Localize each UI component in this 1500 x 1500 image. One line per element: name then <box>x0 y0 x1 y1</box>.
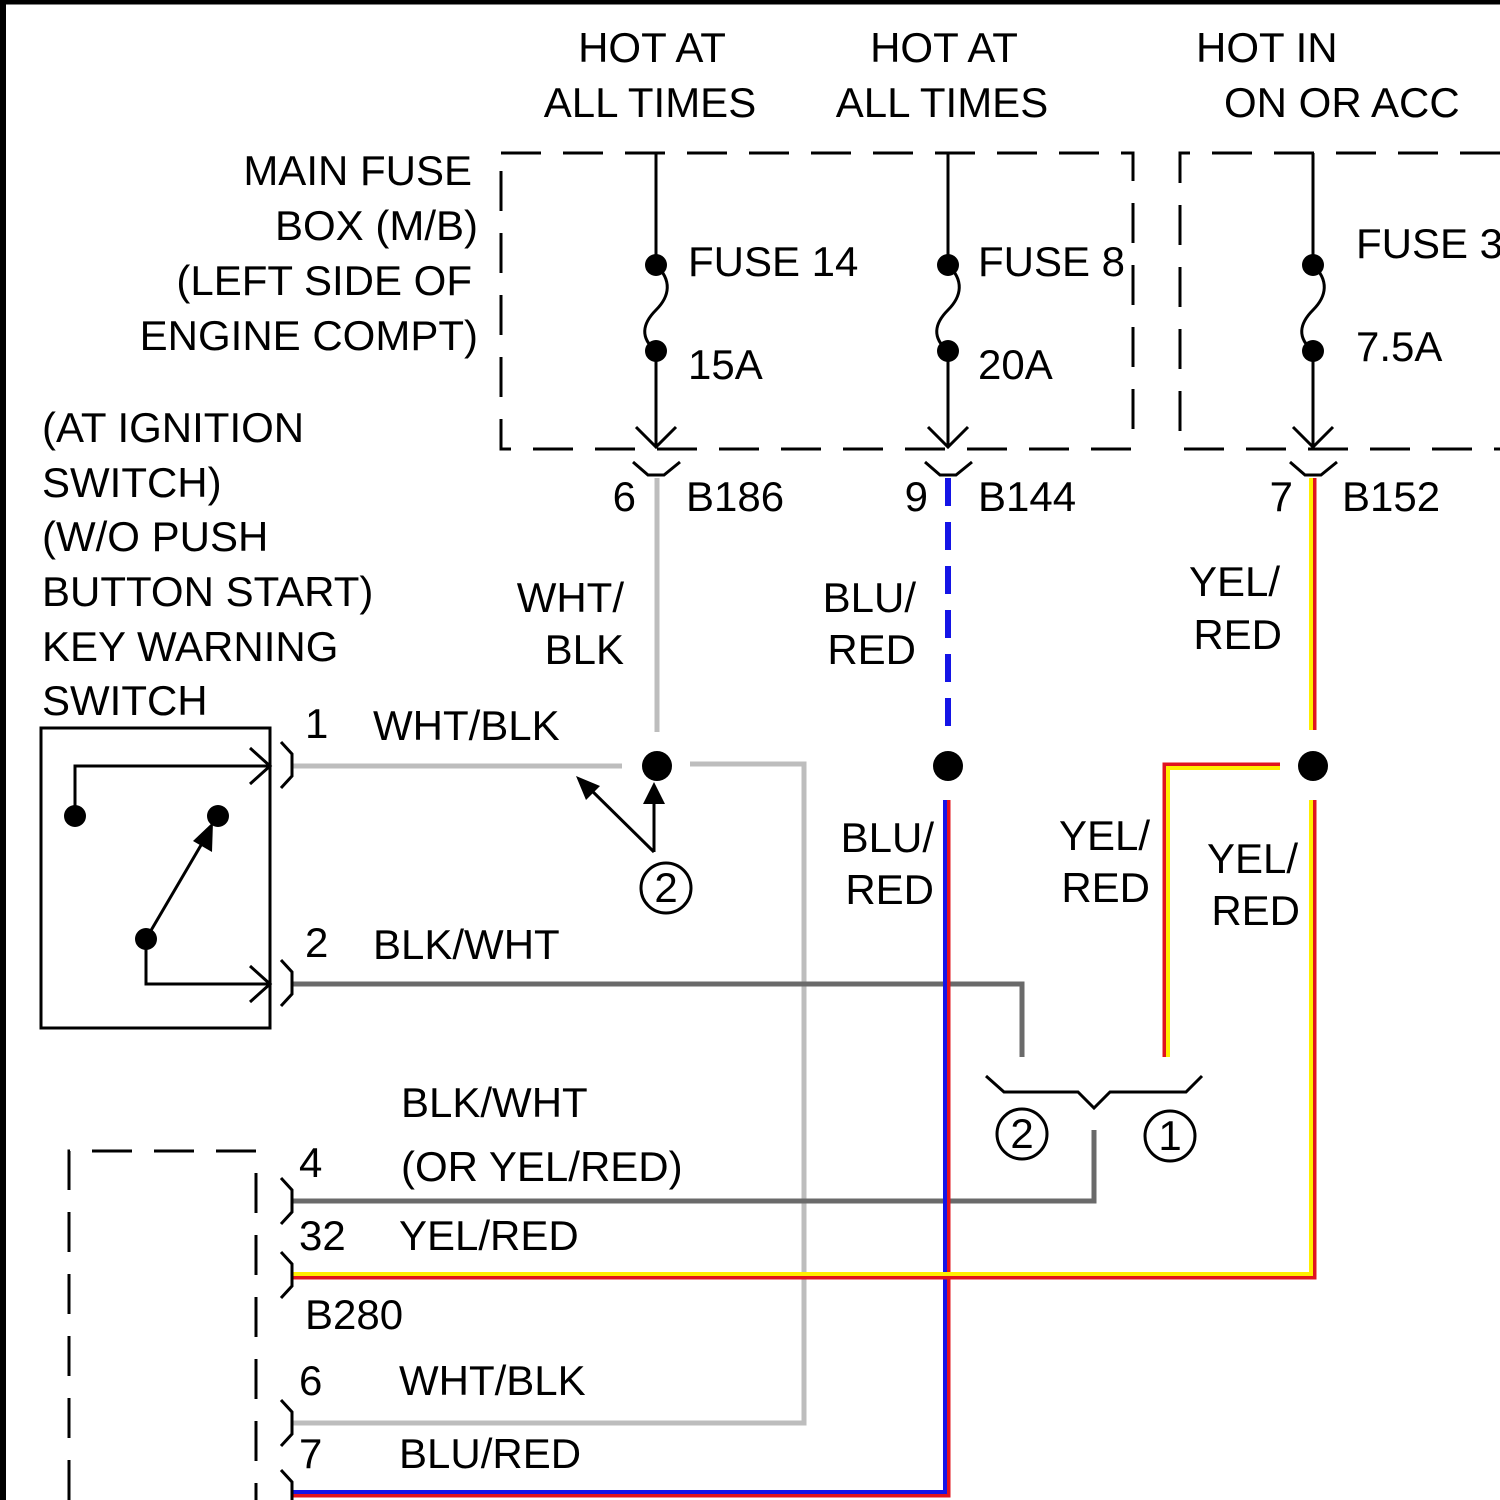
label-yel-right-line2: RED <box>1211 887 1300 934</box>
fuse-14-element <box>645 265 668 351</box>
switch-moving-contact <box>207 805 229 827</box>
switch-label: (AT IGNITION SWITCH) (W/O PUSH BUTTON ST… <box>42 404 373 724</box>
switch-label-line1: (AT IGNITION <box>42 404 304 451</box>
fuse-box-label-line2: BOX (M/B) <box>275 202 478 249</box>
label-yel-right-line1: YEL/ <box>1207 835 1298 882</box>
fuse-14-pin: 6 <box>613 473 636 520</box>
fuse-3-pin: 7 <box>1270 473 1293 520</box>
b280-pin4-number: 4 <box>299 1139 322 1186</box>
label-blu-upper-line2: RED <box>827 626 916 673</box>
switch-pin2-wire: BLK/WHT <box>373 921 560 968</box>
b280-pin6-connector-icon <box>281 1400 292 1446</box>
fuse-8-rating: 20A <box>978 341 1053 388</box>
b280-outline <box>69 1151 256 1500</box>
b280-pin4-wire-line2: (OR YEL/RED) <box>401 1143 683 1190</box>
label-blu-upper-line1: BLU/ <box>823 574 917 621</box>
supply-col3-line1: HOT IN <box>1196 24 1338 71</box>
fuse-8-element <box>937 265 960 351</box>
fuse-14-connector: B186 <box>686 473 784 520</box>
fuse-8-connector: B144 <box>978 473 1076 520</box>
switch-pin2-number: 2 <box>305 919 328 966</box>
switch-pin2-connector-icon <box>281 960 292 1006</box>
fuse-8-pin: 9 <box>905 473 928 520</box>
splice-wht-blk <box>642 751 672 781</box>
label-blu-lower-line2: RED <box>845 866 934 913</box>
option-right-number: 1 <box>1158 1112 1181 1159</box>
fuse-3-element <box>1302 265 1325 351</box>
wire-labels: WHT/ BLK BLU/ RED YEL/ RED BLU/ RED YEL/… <box>517 558 1300 934</box>
b280-pin4-wire-line1: BLK/WHT <box>401 1079 588 1126</box>
b280-pin6-wire: WHT/BLK <box>399 1357 586 1404</box>
label-blu-lower-line1: BLU/ <box>841 814 935 861</box>
splice-reference: 2 <box>576 776 691 913</box>
option-left-number: 2 <box>1010 1110 1033 1157</box>
label-yel-mid-line2: RED <box>1061 864 1150 911</box>
fuse-3-terminal-icon <box>1290 462 1337 475</box>
fuse-box-label-line4: ENGINE COMPT) <box>140 312 478 359</box>
supply-col1-line2: ALL TIMES <box>544 79 756 126</box>
supply-labels: HOT AT ALL TIMES HOT AT ALL TIMES HOT IN… <box>544 24 1460 126</box>
fuse-3-name: FUSE 3 <box>1356 220 1500 267</box>
label-yel-upper-line1: YEL/ <box>1189 558 1280 605</box>
switch-fixed-contact <box>64 805 86 827</box>
b280-pin32-number: 32 <box>299 1212 346 1259</box>
switch-pin1-number: 1 <box>305 700 328 747</box>
b280-pin7-number: 7 <box>299 1430 322 1477</box>
supply-col3-line2: ON OR ACC <box>1224 79 1460 126</box>
fuse-box-label-line1: MAIN FUSE <box>243 147 472 194</box>
switch-label-line4: BUTTON START) <box>42 568 373 615</box>
b280-pin7-connector-icon <box>281 1470 292 1500</box>
fuse3-box-outline <box>1180 153 1500 449</box>
fuse-box-label: MAIN FUSE BOX (M/B) (LEFT SIDE OF ENGINE… <box>140 147 478 359</box>
supply-col1-line1: HOT AT <box>578 24 726 71</box>
switch-label-line6: SWITCH <box>42 677 208 724</box>
fuse-3: FUSE 3 7.5A 7 B152 <box>1270 153 1500 520</box>
fuse-8: FUSE 8 20A 9 B144 <box>905 153 1125 520</box>
b280-pin6-number: 6 <box>299 1357 322 1404</box>
fuse-box-label-line3: (LEFT SIDE OF <box>176 257 472 304</box>
fuse-8-name: FUSE 8 <box>978 238 1125 285</box>
fuse-3-connector: B152 <box>1342 473 1440 520</box>
fuse-14: FUSE 14 15A 6 B186 <box>613 153 859 520</box>
switch-pin1-connector-icon <box>281 742 292 788</box>
b280-pin4-connector-icon <box>281 1178 292 1224</box>
fuse-3-rating: 7.5A <box>1356 323 1442 370</box>
fuse-8-terminal-icon <box>925 462 972 475</box>
splice-blu-red <box>933 751 963 781</box>
label-wht-line1: WHT/ <box>517 574 625 621</box>
fuse-14-terminal-icon <box>633 462 680 475</box>
splice-up-arrow-icon <box>643 782 665 804</box>
fuse-14-rating: 15A <box>688 341 763 388</box>
label-yel-upper-line2: RED <box>1193 611 1282 658</box>
option-fork-icon <box>986 1076 1202 1108</box>
splice-yel-red <box>1298 751 1328 781</box>
switch-label-line5: KEY WARNING <box>42 623 338 670</box>
label-wht-line2: BLK <box>545 626 624 673</box>
key-warning-switch: 1 WHT/BLK 2 BLK/WHT <box>41 700 560 1028</box>
b280-pin32-wire: YEL/RED <box>399 1212 579 1259</box>
switch-lever-arrow-icon <box>193 822 213 852</box>
supply-col2-line1: HOT AT <box>870 24 1018 71</box>
switch-pin1-wire: WHT/BLK <box>373 702 560 749</box>
b280-pin7-wire: BLU/RED <box>399 1430 581 1477</box>
b280-connector-name: B280 <box>305 1291 403 1338</box>
supply-col2-line2: ALL TIMES <box>836 79 1048 126</box>
fuse-14-name: FUSE 14 <box>688 238 858 285</box>
switch-label-line3: (W/O PUSH <box>42 513 268 560</box>
b280-connector: 4 BLK/WHT (OR YEL/RED) 32 YEL/RED B280 6… <box>69 1079 683 1500</box>
b280-pin32-connector-icon <box>281 1252 292 1298</box>
main-fuse-box-outline <box>501 153 1133 449</box>
label-yel-mid-line1: YEL/ <box>1059 812 1150 859</box>
switch-label-line2: SWITCH) <box>42 459 222 506</box>
splice-ref-number: 2 <box>654 864 677 911</box>
